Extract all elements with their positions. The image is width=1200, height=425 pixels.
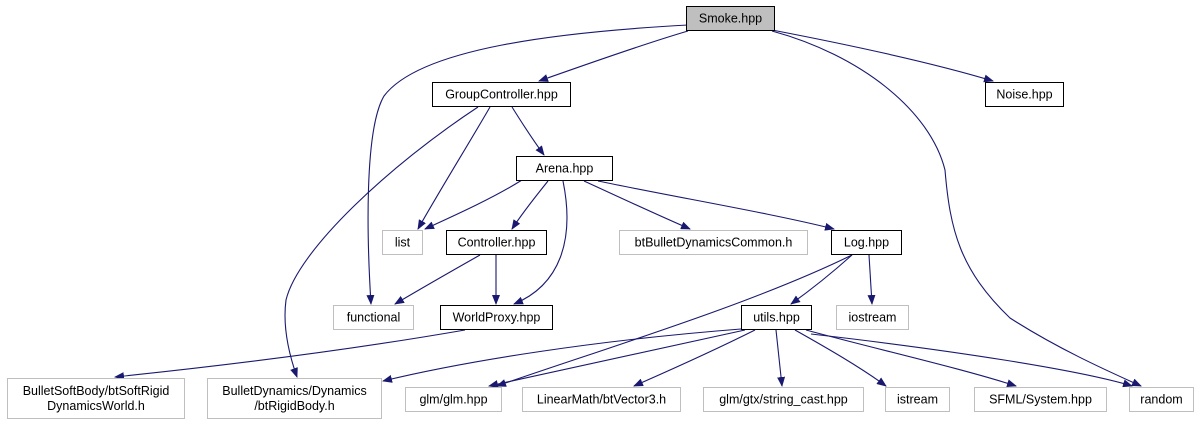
node-list: list bbox=[382, 230, 423, 255]
node-label-glm: glm/glm.hpp bbox=[419, 393, 487, 407]
node-glm: glm/glm.hpp bbox=[405, 387, 502, 412]
edge-log-to-iostream bbox=[867, 254, 876, 305]
node-label-utils: utils.hpp bbox=[753, 311, 800, 325]
edge-utils-to-sfml bbox=[805, 329, 1017, 388]
node-softbody: BulletSoftBody/btSoftRigidDynamicsWorld.… bbox=[7, 378, 185, 419]
edge-utils-to-stringcast bbox=[775, 329, 786, 387]
node-box-istream bbox=[885, 387, 950, 412]
node-iostream: iostream bbox=[836, 305, 909, 330]
node-label-vector3: LinearMath/btVector3.h bbox=[537, 393, 666, 407]
node-label-worldproxy: WorldProxy.hpp bbox=[453, 311, 541, 325]
node-smoke[interactable]: Smoke.hpp bbox=[686, 6, 775, 31]
node-box-btbullet bbox=[619, 230, 808, 255]
node-worldproxy[interactable]: WorldProxy.hpp bbox=[440, 305, 553, 330]
edge-arena-to-list bbox=[424, 179, 523, 230]
node-box-log bbox=[831, 230, 902, 255]
edge-arena-to-log bbox=[597, 180, 835, 231]
node-label-stringcast: glm/gtx/string_cast.hpp bbox=[719, 393, 848, 407]
edge-controller-to-functional bbox=[394, 254, 481, 305]
edge-utils-to-istream bbox=[794, 329, 887, 387]
node-box-group bbox=[432, 82, 571, 107]
node-label-softbody-line1: BulletSoftBody/btSoftRigid bbox=[23, 384, 170, 398]
node-box-random bbox=[1129, 387, 1194, 412]
edge-smoke-to-group bbox=[538, 30, 689, 82]
node-btbullet: btBulletDynamicsCommon.h bbox=[619, 230, 808, 255]
node-box-sfml bbox=[974, 387, 1107, 412]
node-controller[interactable]: Controller.hpp bbox=[446, 230, 547, 255]
node-label-iostream: iostream bbox=[849, 311, 897, 325]
node-label-functional: functional bbox=[347, 311, 401, 325]
node-label-log: Log.hpp bbox=[844, 236, 889, 250]
node-istream: istream bbox=[885, 387, 950, 412]
edges-layer bbox=[114, 24, 1142, 388]
node-label-arena: Arena.hpp bbox=[536, 162, 594, 176]
node-group[interactable]: GroupController.hpp bbox=[432, 82, 571, 107]
node-noise[interactable]: Noise.hpp bbox=[985, 82, 1064, 107]
node-label-sfml: SFML/System.hpp bbox=[989, 393, 1092, 407]
node-label-smoke: Smoke.hpp bbox=[699, 12, 762, 26]
node-box-worldproxy bbox=[440, 305, 553, 330]
node-label-group: GroupController.hpp bbox=[445, 88, 558, 102]
node-label-list: list bbox=[395, 236, 411, 250]
edge-smoke-to-random bbox=[771, 30, 1142, 387]
node-label-istream: istream bbox=[897, 393, 938, 407]
node-label-btbullet: btBulletDynamicsCommon.h bbox=[635, 236, 793, 250]
edge-utils-to-glm bbox=[488, 329, 746, 388]
node-random: random bbox=[1129, 387, 1194, 412]
node-utils[interactable]: utils.hpp bbox=[741, 305, 812, 330]
edge-utils-to-vector3 bbox=[633, 329, 756, 387]
edge-group-to-arena bbox=[511, 106, 545, 156]
edge-smoke-to-functional bbox=[366, 24, 689, 305]
node-box-softbody bbox=[7, 378, 185, 419]
edge-log-to-utils bbox=[790, 254, 853, 305]
node-log[interactable]: Log.hpp bbox=[831, 230, 902, 255]
node-sfml: SFML/System.hpp bbox=[974, 387, 1107, 412]
edge-worldproxy-to-softbody bbox=[114, 329, 466, 381]
node-stringcast: glm/gtx/string_cast.hpp bbox=[703, 387, 864, 412]
node-box-utils bbox=[741, 305, 812, 330]
edge-arena-to-worldproxy bbox=[513, 180, 568, 305]
node-box-arena bbox=[516, 156, 613, 181]
node-rigidbody: BulletDynamics/Dynamics/btRigidBody.h bbox=[207, 378, 382, 419]
node-label-rigidbody-line1: BulletDynamics/Dynamics bbox=[222, 384, 366, 398]
node-box-functional bbox=[333, 305, 414, 330]
edge-utils-to-random bbox=[810, 333, 1133, 388]
node-box-vector3 bbox=[522, 387, 681, 412]
node-functional: functional bbox=[333, 305, 414, 330]
node-box-glm bbox=[405, 387, 502, 412]
node-arena[interactable]: Arena.hpp bbox=[516, 156, 613, 181]
edge-log-to-glm bbox=[496, 254, 853, 387]
edge-arena-to-btbullet bbox=[583, 180, 691, 230]
node-box-iostream bbox=[836, 305, 909, 330]
node-box-smoke bbox=[686, 6, 775, 31]
edge-utils-to-rigidbody bbox=[382, 328, 742, 383]
node-vector3: LinearMath/btVector3.h bbox=[522, 387, 681, 412]
node-box-rigidbody bbox=[207, 378, 382, 419]
edge-group-to-list bbox=[417, 106, 491, 230]
node-box-noise bbox=[985, 82, 1064, 107]
node-box-controller bbox=[446, 230, 547, 255]
edge-group-to-rigidbody bbox=[284, 106, 479, 378]
node-label-noise: Noise.hpp bbox=[996, 88, 1052, 102]
node-box-stringcast bbox=[703, 387, 864, 412]
edge-smoke-to-noise bbox=[771, 29, 994, 83]
node-box-list bbox=[382, 230, 423, 255]
node-label-random: random bbox=[1140, 393, 1182, 407]
node-label-softbody-line2: DynamicsWorld.h bbox=[47, 399, 145, 413]
node-label-controller: Controller.hpp bbox=[458, 236, 536, 250]
edge-arena-to-controller bbox=[511, 180, 549, 230]
node-label-rigidbody-line2: /btRigidBody.h bbox=[254, 399, 334, 413]
